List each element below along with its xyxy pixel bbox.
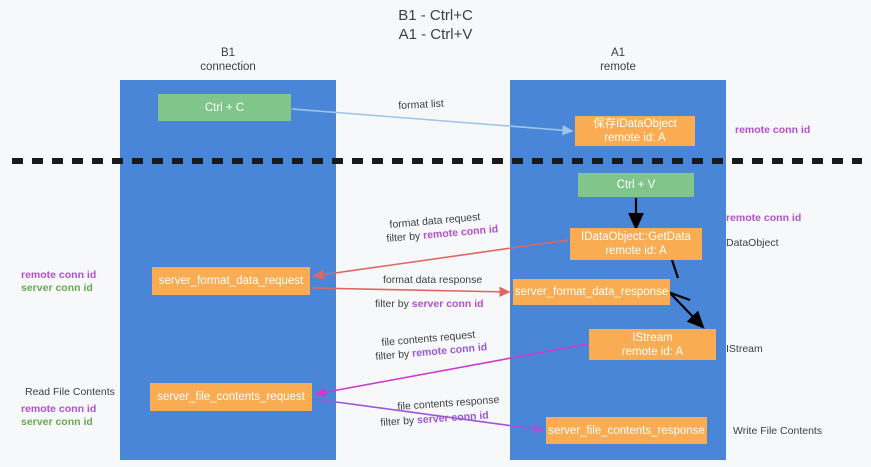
- box-idataobject-remote[interactable]: 保存IDataObject remote id: A: [575, 116, 695, 146]
- side-label-right-dataobject: DataObject: [726, 237, 779, 249]
- box-ctrl-c[interactable]: Ctrl + C: [158, 94, 291, 121]
- edge-label-segment: format data response: [383, 274, 483, 286]
- page-title: B1 - Ctrl+C A1 - Ctrl+V: [398, 7, 473, 43]
- box-idataobject-getdata-label: IDataObject::GetData: [581, 231, 691, 243]
- side-label-left-remote-conn-id: remote conn id: [21, 269, 97, 281]
- edge-label-segment: filter by: [386, 229, 424, 245]
- box-ctrl-v[interactable]: Ctrl + V: [578, 173, 694, 197]
- side-label-left-server-conn-id: server conn id: [21, 282, 93, 294]
- edge-label-format-list: format list: [398, 98, 444, 113]
- box-idataobject-remote-label: 保存IDataObject: [593, 118, 677, 130]
- lane-title-a1: A1 remote: [600, 47, 636, 73]
- edge-label-segment: filter by: [375, 347, 413, 363]
- side-label-left-server-conn-id-2: server conn id: [21, 416, 93, 428]
- box-istream-remote-id: remote id: A: [621, 345, 684, 358]
- lane-title-b1: B1 connection: [200, 47, 256, 73]
- arrow-format-data-response: [311, 286, 511, 297]
- edge-label-filter-by-server-conn-id-format: filter by server conn id: [375, 298, 484, 311]
- box-istream-remote[interactable]: IStream remote id: A: [589, 329, 716, 360]
- box-idataobject-remote-id: remote id: A: [604, 132, 666, 144]
- box-server-file-contents-response-label: server_file_contents_response: [548, 424, 705, 437]
- box-istream-remote-label: IStream: [632, 331, 673, 344]
- edge-label-segment: filter by: [375, 298, 412, 310]
- edge-label-format-data-response: format data response: [383, 274, 482, 287]
- box-server-format-data-response[interactable]: server_format_data_response: [513, 279, 670, 305]
- edge-label-segment: format list: [398, 97, 445, 112]
- box-ctrl-c-label: Ctrl + C: [204, 101, 245, 114]
- side-label-right-istream: IStream: [726, 343, 763, 355]
- box-server-file-contents-request-label: server_file_contents_request: [157, 391, 305, 403]
- edge-label-segment: server conn id: [416, 409, 490, 427]
- side-label-right-write-file-contents: Write File Contents: [733, 425, 823, 437]
- box-ctrl-v-label: Ctrl + V: [616, 179, 656, 191]
- box-idataobject-getdata[interactable]: IDataObject::GetData remote id: A: [570, 228, 702, 260]
- box-server-file-contents-response[interactable]: server_file_contents_response: [546, 417, 707, 444]
- box-idataobject-getdata-id: remote id: A: [605, 245, 667, 257]
- side-label-right-remote-conn-id-mid: remote conn id: [726, 212, 802, 224]
- box-server-format-data-request[interactable]: server_format_data_request: [152, 267, 310, 295]
- edge-label-segment: filter by: [380, 414, 418, 429]
- side-label-right-remote-conn-id-top: remote conn id: [735, 124, 811, 136]
- side-label-left-remote-conn-id-2: remote conn id: [21, 403, 97, 415]
- edge-label-filter-by-server-conn-id-file: filter by server conn id: [380, 409, 489, 430]
- side-label-left-read-file-contents: Read File Contents: [25, 386, 115, 398]
- box-server-file-contents-request[interactable]: server_file_contents_request: [150, 383, 312, 411]
- box-server-format-data-response-label: server_format_data_response: [514, 286, 669, 298]
- box-server-format-data-request-label: server_format_data_request: [158, 275, 304, 287]
- edge-label-segment: server conn id: [411, 298, 484, 310]
